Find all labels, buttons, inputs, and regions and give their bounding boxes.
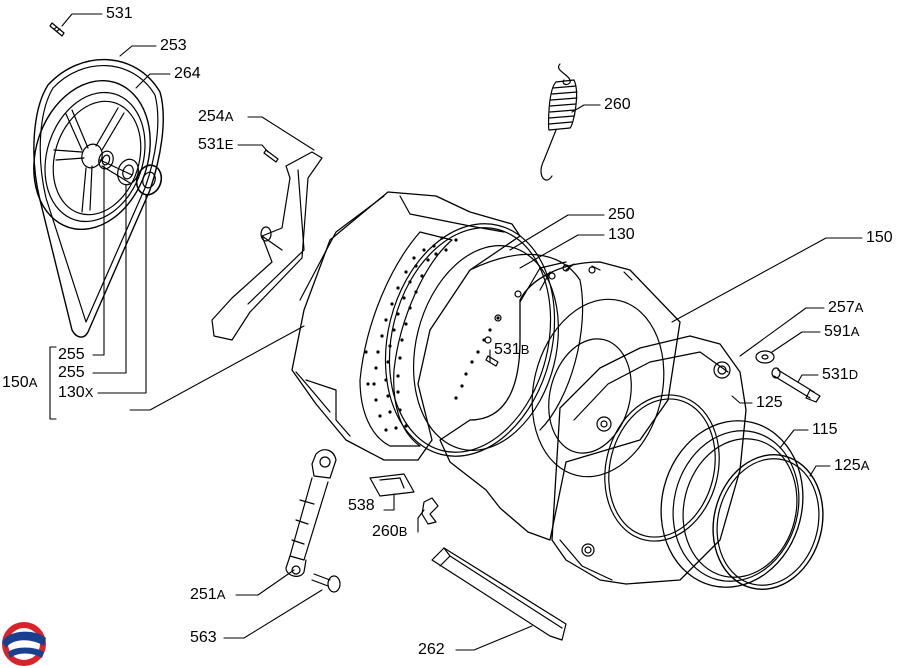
callout-255-lower: 255 xyxy=(58,364,85,381)
bracket-254a xyxy=(211,151,323,341)
callout-130x: 130X xyxy=(58,384,94,401)
pulley-253 xyxy=(33,58,164,338)
clamp-ring-125a xyxy=(712,454,824,590)
bearings-and-seal xyxy=(98,150,163,196)
callout-250: 250 xyxy=(608,206,635,223)
callout-253: 253 xyxy=(160,37,187,54)
front-tub-150 xyxy=(439,261,681,541)
callout-531d: 531D xyxy=(822,366,859,383)
spring-260 xyxy=(540,63,578,181)
callout-538: 538 xyxy=(348,497,375,514)
bar-262 xyxy=(431,547,567,641)
callout-254a: 254A xyxy=(198,108,234,125)
callout-264: 264 xyxy=(174,65,201,82)
leader-lines xyxy=(49,13,863,651)
callout-125: 125 xyxy=(756,394,783,411)
damper-251a xyxy=(285,449,337,577)
callout-563: 563 xyxy=(190,629,217,646)
callout-257a: 257A xyxy=(828,299,864,316)
callout-125a: 125A xyxy=(834,457,870,474)
door-seal-115 xyxy=(660,420,804,588)
seal-ring-250 xyxy=(384,223,556,457)
bolt-563 xyxy=(311,573,341,593)
front-flange xyxy=(551,335,747,585)
rear-tub xyxy=(291,191,521,461)
brand-logo-icon xyxy=(2,622,46,666)
callout-531: 531 xyxy=(106,5,133,22)
callout-531e: 531E xyxy=(198,136,234,153)
screw-531e xyxy=(263,149,279,163)
callout-150a: 150A xyxy=(2,374,38,391)
screw-531b xyxy=(485,355,499,367)
callout-262: 262 xyxy=(418,641,445,658)
bolt-531d xyxy=(771,367,821,403)
callout-251a: 251A xyxy=(190,586,226,603)
clip-260b xyxy=(421,497,439,525)
washer-591a xyxy=(755,350,775,364)
callout-130: 130 xyxy=(608,226,635,243)
part-538 xyxy=(369,473,415,497)
callout-260: 260 xyxy=(604,96,631,113)
callout-260b: 260B xyxy=(372,523,408,540)
callout-150: 150 xyxy=(866,229,893,246)
callout-591a: 591A xyxy=(824,323,860,340)
callout-531b: 531B xyxy=(494,341,530,358)
drum-130 xyxy=(412,245,584,451)
callout-255-upper: 255 xyxy=(58,346,85,363)
screw-531 xyxy=(49,22,65,37)
callout-115: 115 xyxy=(812,421,838,438)
